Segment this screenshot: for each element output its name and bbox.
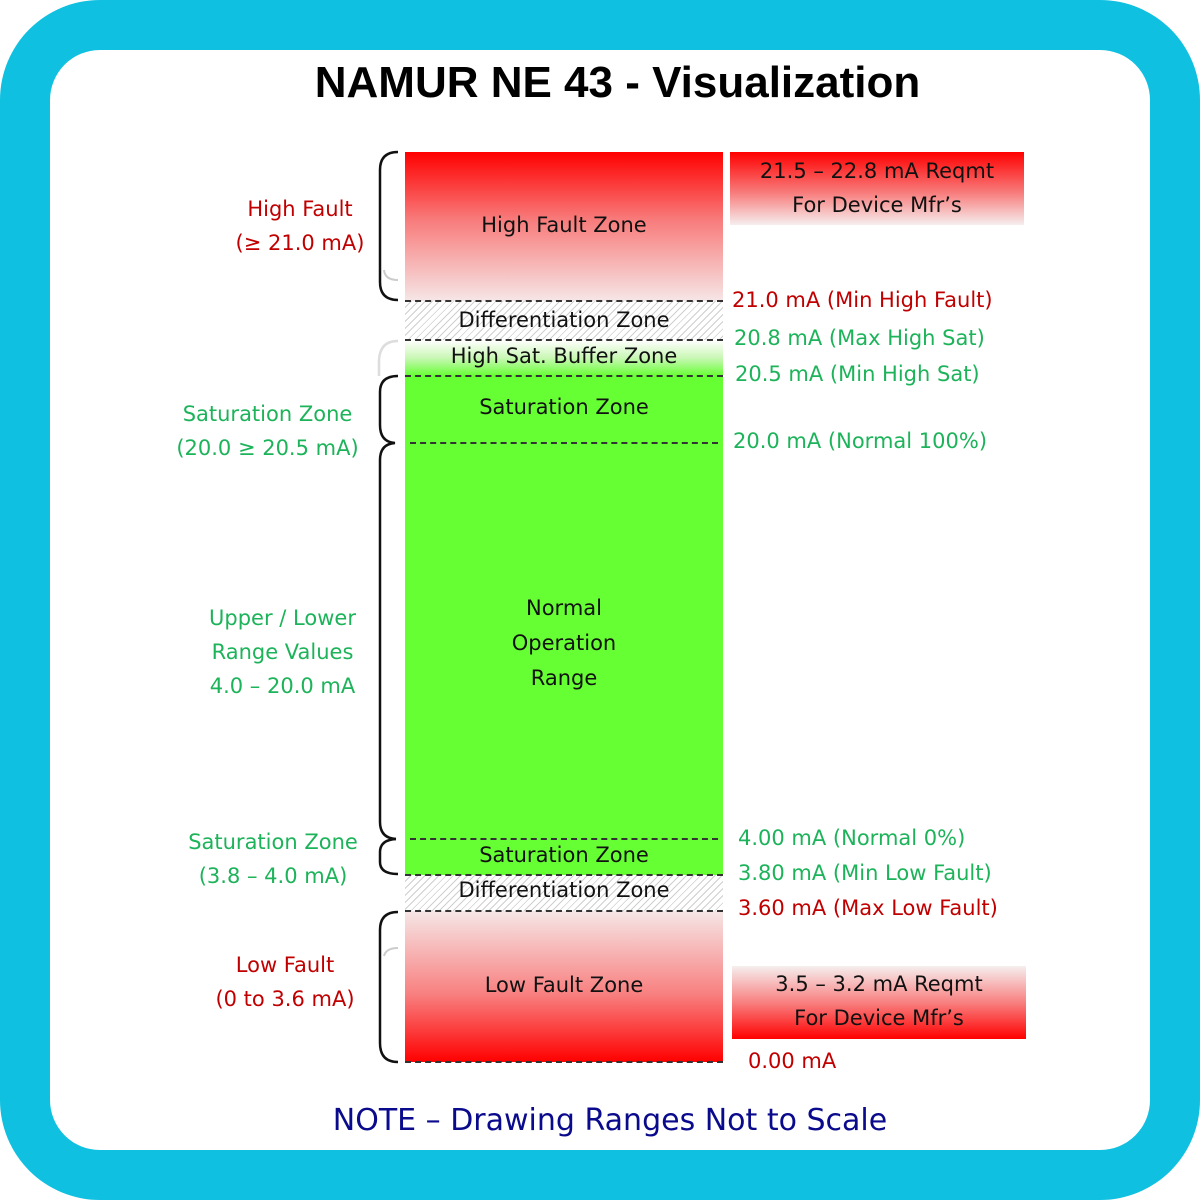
boundary-0-00 — [405, 1061, 723, 1063]
boundary-20-5 — [405, 375, 723, 377]
differentiation-zone-high-label: Differentiation Zone — [458, 308, 670, 332]
left-label-high-fault: High Fault (≥ 21.0 mA) — [200, 192, 400, 260]
saturation-zone-low-label: Saturation Zone — [479, 843, 649, 867]
low-requirement-box: 3.5 – 3.2 mA Reqmt For Device Mfr’s — [732, 966, 1026, 1039]
right-label-max-low-fault: 3.60 mA (Max Low Fault) — [738, 896, 998, 920]
normal-title-2: Range Values — [211, 640, 354, 664]
normal-range: 4.0 – 20.0 mA — [209, 674, 356, 698]
high-requirement-box: 21.5 – 22.8 mA Reqmt For Device Mfr’s — [730, 152, 1024, 225]
saturation-low-title: Saturation Zone — [188, 830, 358, 854]
normal-title-1: Upper / Lower — [209, 606, 356, 630]
saturation-high-brace — [378, 374, 399, 461]
boundary-21-0 — [405, 300, 723, 302]
left-label-saturation-low: Saturation Zone (3.8 – 4.0 mA) — [168, 825, 378, 893]
high-fault-title: High Fault — [247, 197, 353, 221]
low-fault-zone-label: Low Fault Zone — [484, 973, 644, 997]
low-fault-range: (0 to 3.6 mA) — [215, 987, 355, 1011]
saturation-low-range: (3.8 – 4.0 mA) — [198, 864, 348, 888]
normal-operation-range-label: Normal Operation Range — [405, 591, 723, 696]
differentiation-zone-low-label: Differentiation Zone — [458, 878, 670, 902]
page-title: NAMUR NE 43 - Visualization — [314, 58, 921, 107]
right-label-max-high-sat: 20.8 mA (Max High Sat) — [734, 326, 985, 350]
normal-line-1: Normal — [526, 596, 602, 620]
high-requirement-note: For Device Mfr’s — [792, 193, 962, 217]
right-label-zero: 0.00 mA — [748, 1049, 837, 1073]
right-label-normal-100: 20.0 mA (Normal 100%) — [733, 429, 988, 453]
saturation-zone-high-label: Saturation Zone — [479, 395, 649, 419]
low-fault-zone — [405, 911, 723, 1062]
differentiation-zone-low — [405, 875, 723, 911]
boundary-20-0 — [410, 442, 718, 444]
boundary-4-00 — [410, 838, 718, 840]
high-fault-zone-label: High Fault Zone — [481, 213, 647, 237]
right-label-min-high-fault: 21.0 mA (Min High Fault) — [732, 288, 993, 312]
boundary-20-8 — [405, 339, 723, 341]
normal-line-2: Operation — [511, 631, 617, 655]
normal-green-zone — [405, 376, 723, 875]
differentiation-zone-high — [405, 301, 723, 340]
left-label-low-fault: Low Fault (0 to 3.6 mA) — [185, 948, 385, 1016]
left-label-normal: Upper / Lower Range Values 4.0 – 20.0 mA — [180, 601, 385, 703]
right-label-min-high-sat: 20.5 mA (Min High Sat) — [735, 362, 980, 386]
right-label-normal-0: 4.00 mA (Normal 0%) — [738, 826, 966, 850]
high-requirement-range: 21.5 – 22.8 mA Reqmt — [759, 159, 995, 183]
low-fault-bracket-shadow — [383, 947, 399, 957]
high-fault-bracket — [378, 150, 399, 302]
low-requirement-range: 3.5 – 3.2 mA Reqmt — [775, 972, 983, 996]
buffer-bracket — [377, 339, 399, 376]
normal-line-3: Range — [530, 666, 598, 690]
saturation-high-range: (20.0 ≥ 20.5 mA) — [176, 436, 359, 460]
low-fault-bracket — [378, 910, 399, 1064]
low-fault-title: Low Fault — [235, 953, 335, 977]
boundary-3-80 — [405, 874, 723, 876]
not-to-scale-note: NOTE – Drawing Ranges Not to Scale — [332, 1103, 888, 1138]
low-requirement-note: For Device Mfr’s — [794, 1006, 964, 1030]
left-label-saturation-high: Saturation Zone (20.0 ≥ 20.5 mA) — [160, 397, 375, 465]
high-sat-buffer-zone-label: High Sat. Buffer Zone — [450, 344, 678, 368]
right-label-min-low-fault: 3.80 mA (Min Low Fault) — [738, 861, 992, 885]
saturation-low-brace — [378, 837, 399, 876]
high-sat-buffer-zone — [405, 340, 723, 376]
high-fault-bracket-shadow — [383, 269, 399, 281]
boundary-3-60 — [405, 910, 723, 912]
high-fault-zone — [405, 152, 723, 301]
high-fault-range: (≥ 21.0 mA) — [235, 231, 365, 255]
saturation-high-title: Saturation Zone — [182, 402, 353, 426]
